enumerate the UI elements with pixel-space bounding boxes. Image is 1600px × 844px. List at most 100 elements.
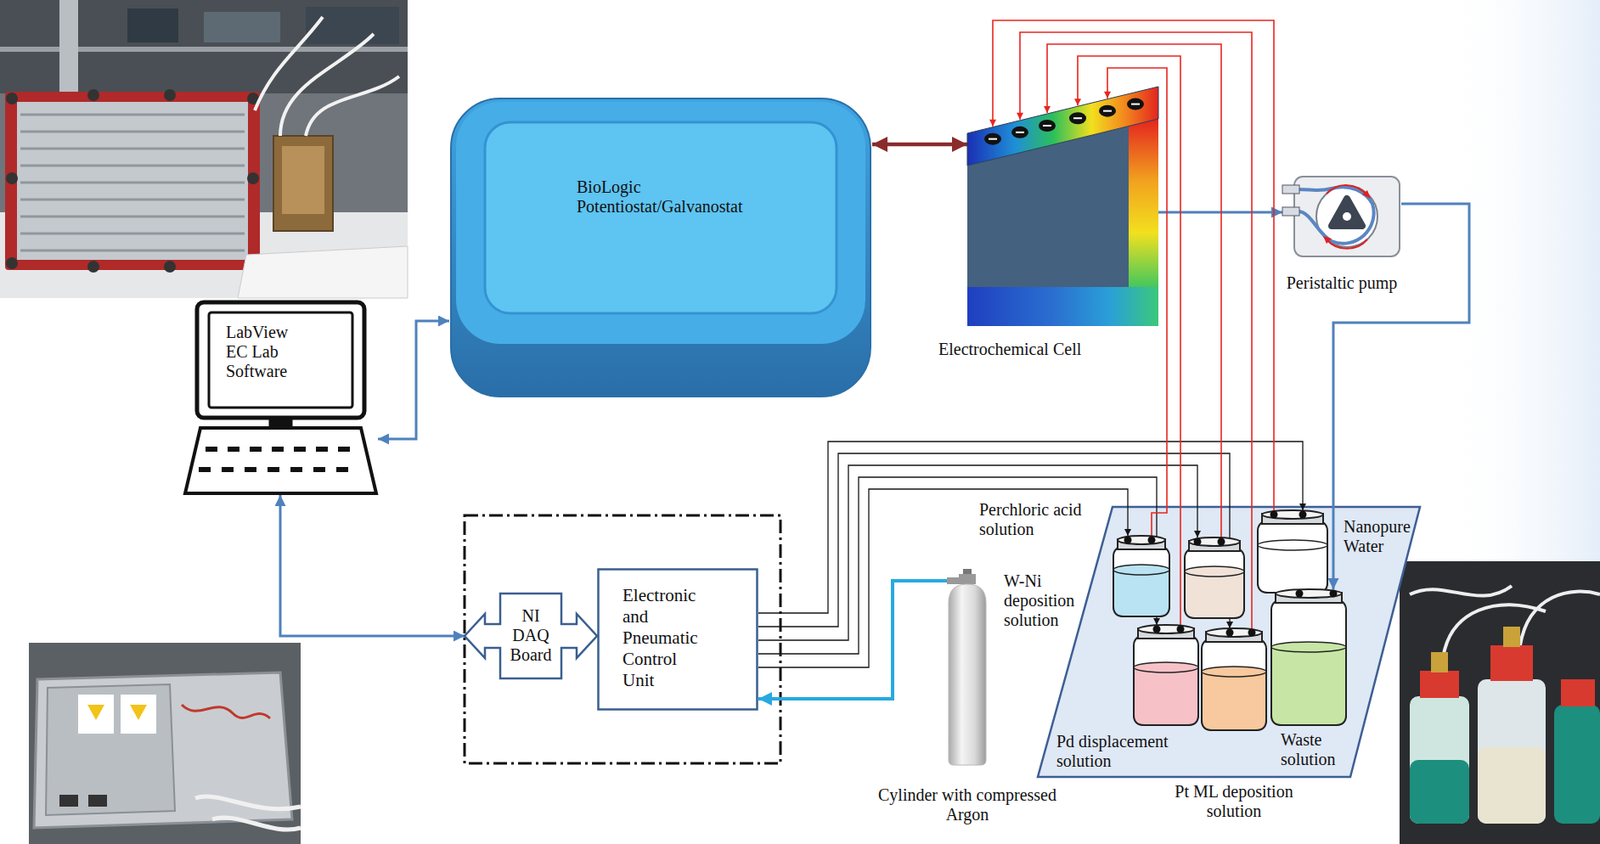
electrochemical-cell-shape bbox=[967, 86, 1159, 166]
lab-photo bbox=[20, 113, 245, 117]
daq-box-photo bbox=[129, 704, 147, 721]
laptop-node-shape bbox=[197, 302, 365, 418]
bottles-photo bbox=[1554, 704, 1600, 824]
solution-bottle-shape bbox=[1113, 564, 1170, 575]
electrochemical-cell-shape bbox=[1038, 119, 1056, 132]
peristaltic-pump-shape bbox=[1282, 185, 1300, 194]
daq-box-photo bbox=[181, 704, 271, 719]
electrochemical-cell-shape bbox=[1015, 131, 1025, 134]
bottles-photo bbox=[1409, 585, 1512, 597]
lab-photo bbox=[247, 172, 260, 185]
lab-photo bbox=[163, 89, 176, 102]
daq-box-photo bbox=[59, 794, 79, 807]
waste-bottle-shape bbox=[1271, 642, 1347, 653]
solution-bottle-shape bbox=[1113, 546, 1170, 617]
lab-photo bbox=[59, 0, 79, 94]
bottles-photo bbox=[1477, 679, 1546, 824]
bottles-photo bbox=[1520, 591, 1600, 646]
potentiostat-box-shape bbox=[450, 98, 871, 397]
gas-cylinder-shape bbox=[946, 569, 988, 766]
electrochemical-cell-shape bbox=[1131, 103, 1140, 106]
solution-bottle-shape bbox=[1148, 536, 1156, 545]
laptop-node: LabView EC Lab Software bbox=[183, 300, 378, 496]
lab-photo bbox=[0, 0, 408, 299]
electrochemical-cell-shape bbox=[1098, 105, 1116, 118]
solution-bottle-shape bbox=[1153, 625, 1161, 634]
solution-bottle-shape bbox=[1201, 671, 1267, 731]
potentiostat-box: BioLogic Potentiostat/Galvanostat bbox=[449, 96, 873, 399]
node-label: W-Ni deposition solution bbox=[1003, 571, 1089, 631]
bottles-photo bbox=[1490, 645, 1533, 682]
bottles-photo bbox=[1419, 670, 1460, 699]
solution-bottle-shape bbox=[1133, 635, 1199, 726]
solution-bottle-shape bbox=[1133, 662, 1199, 673]
daq-box-photo bbox=[28, 642, 301, 844]
daq-box-photo bbox=[78, 694, 114, 734]
waste-bottle-shape bbox=[1295, 590, 1304, 598]
peristaltic-pump-shape bbox=[1326, 185, 1368, 196]
lab-photo bbox=[203, 11, 281, 43]
solution-bottle-shape bbox=[1113, 569, 1170, 617]
laptop-node-shape bbox=[244, 467, 257, 473]
laptop-node-shape bbox=[205, 446, 218, 452]
electrochemical-cell-shape bbox=[1069, 112, 1087, 124]
peristaltic-pump-shape bbox=[1316, 185, 1378, 248]
laptop-node-shape bbox=[249, 446, 262, 452]
solution-bottle-shape bbox=[1133, 667, 1199, 726]
control-unit: Electronic and Pneumatic Control Unit bbox=[597, 568, 759, 711]
solution-bottle-shape bbox=[1188, 537, 1240, 547]
bottles-photo bbox=[1399, 561, 1600, 844]
node-label: LabView EC Lab Software bbox=[225, 322, 301, 382]
daq-box-photo bbox=[195, 796, 301, 810]
waste-bottle: Waste solution bbox=[1270, 589, 1347, 727]
connector-arrow bbox=[377, 321, 450, 440]
lab-photo bbox=[5, 92, 18, 105]
electrochemical-cell-shape bbox=[1073, 117, 1082, 119]
lab-photo bbox=[5, 89, 260, 273]
gas-cylinder-shape bbox=[958, 574, 976, 585]
laptop-node-shape bbox=[336, 467, 349, 473]
solution-bottle-shape bbox=[1217, 538, 1226, 547]
electrochemical-cell-shape bbox=[988, 138, 998, 141]
potentiostat-box-shape bbox=[456, 101, 866, 344]
solution-bottle-shape bbox=[1184, 571, 1245, 619]
lab-photo bbox=[127, 8, 179, 43]
waste-bottle-shape bbox=[1271, 599, 1347, 726]
solution-bottle-shape bbox=[1184, 566, 1245, 577]
laptop-node-shape bbox=[315, 446, 328, 452]
bottle-tray bbox=[1037, 507, 1420, 778]
solution-bottle-shape bbox=[1201, 666, 1267, 677]
node-label: Electrochemical Cell bbox=[938, 339, 1082, 360]
lab-photo bbox=[20, 114, 245, 251]
electrochemical-cell-shape bbox=[1126, 98, 1144, 111]
solution-bottle-shape bbox=[1112, 535, 1171, 618]
node-label: Waste solution bbox=[1280, 730, 1349, 770]
connector-arrow bbox=[1158, 211, 1283, 215]
bottles-photo bbox=[1560, 679, 1595, 707]
waste-bottle-shape bbox=[1275, 589, 1342, 598]
lab-photo bbox=[20, 198, 245, 202]
electrochemical-cell-shape bbox=[967, 86, 1159, 327]
solution-bottle-shape bbox=[1184, 547, 1245, 619]
solution-bottle-shape bbox=[1138, 625, 1195, 634]
lab-photo bbox=[281, 146, 325, 215]
connector-arrow bbox=[1333, 203, 1470, 590]
control-enclosure bbox=[464, 515, 781, 764]
lab-photo bbox=[87, 89, 100, 102]
node-label: Nanopure Water bbox=[1343, 517, 1420, 557]
solution-bottle: W-Ni deposition solution bbox=[1183, 537, 1246, 620]
daq-box-photo bbox=[87, 704, 105, 721]
solution-bottle-shape bbox=[1194, 538, 1202, 547]
node-label: BioLogic Potentiostat/Galvanostat bbox=[576, 177, 744, 217]
lab-photo bbox=[20, 215, 245, 219]
peristaltic-pump-shape bbox=[1362, 190, 1371, 199]
daq-box-photo bbox=[28, 642, 301, 844]
peristaltic-pump-shape bbox=[1342, 212, 1352, 221]
solution-bottle-shape bbox=[1261, 510, 1324, 519]
lab-photo bbox=[163, 260, 176, 273]
node-label: Cylinder with compressed Argon bbox=[878, 785, 1057, 825]
page-glow bbox=[1443, 0, 1600, 562]
bottles-photo bbox=[1477, 747, 1546, 824]
potentiostat-box-shape bbox=[449, 96, 873, 399]
solution-bottle-shape bbox=[1124, 536, 1133, 545]
